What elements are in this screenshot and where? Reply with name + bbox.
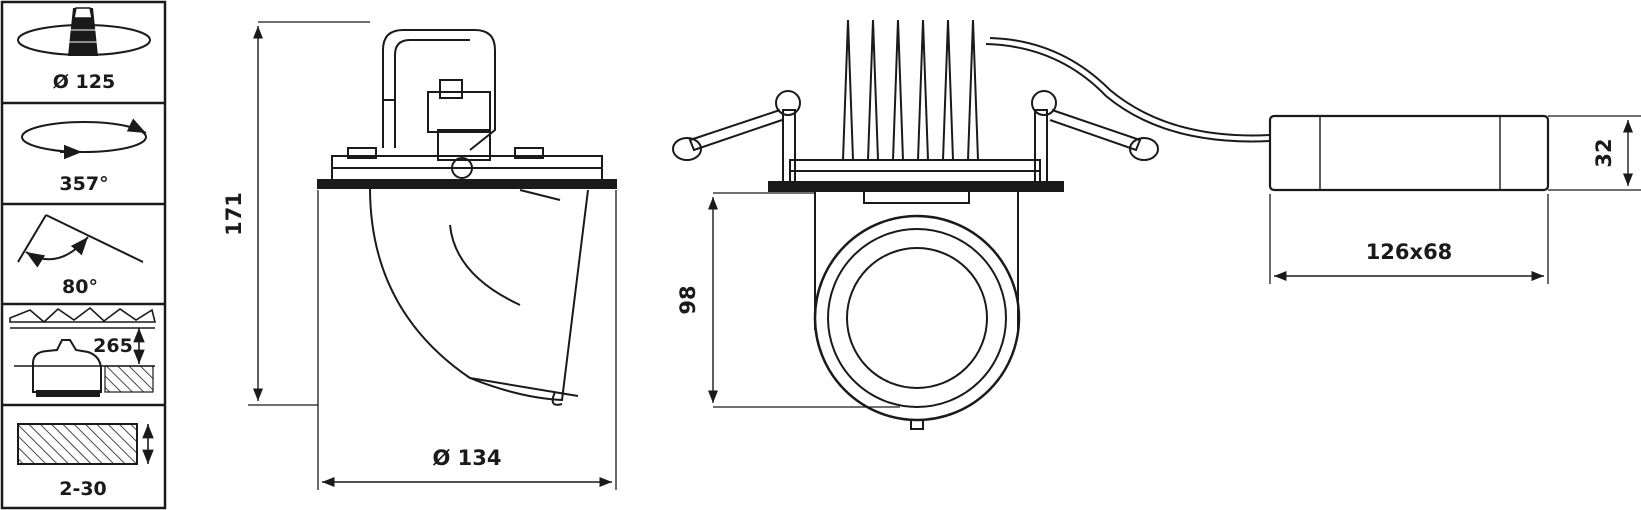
front-height-label: 98 bbox=[676, 285, 700, 314]
depth-label: 265 bbox=[93, 335, 133, 357]
tilt-label: 80° bbox=[62, 276, 98, 298]
cutout-label: Ø 125 bbox=[53, 71, 115, 93]
ceiling-thickness-icon bbox=[17, 423, 154, 465]
side-view-drawing bbox=[317, 29, 617, 406]
ceiling-depth-icon bbox=[9, 306, 157, 397]
driver-size-dimension bbox=[1269, 194, 1549, 284]
cutout-icon bbox=[17, 7, 151, 56]
front-height-dimension bbox=[707, 192, 900, 408]
height-dimension bbox=[248, 21, 370, 406]
sidebar-panel: Ø 125 357° 80° 265 bbox=[0, 0, 167, 510]
diameter-label: Ø 134 bbox=[433, 446, 502, 470]
driver-size-label: 126x68 bbox=[1366, 240, 1453, 264]
height-label: 171 bbox=[222, 192, 246, 236]
rotation-icon bbox=[21, 118, 147, 160]
driver-height-label: 32 bbox=[1592, 138, 1616, 167]
rotation-label: 357° bbox=[59, 173, 108, 195]
diameter-dimension bbox=[317, 190, 617, 490]
driver-box-drawing bbox=[1268, 114, 1550, 192]
driver-height-dimension bbox=[1548, 115, 1641, 191]
thickness-label: 2-30 bbox=[59, 478, 107, 500]
tilt-icon bbox=[17, 214, 144, 268]
front-view-drawing bbox=[672, 19, 1271, 430]
